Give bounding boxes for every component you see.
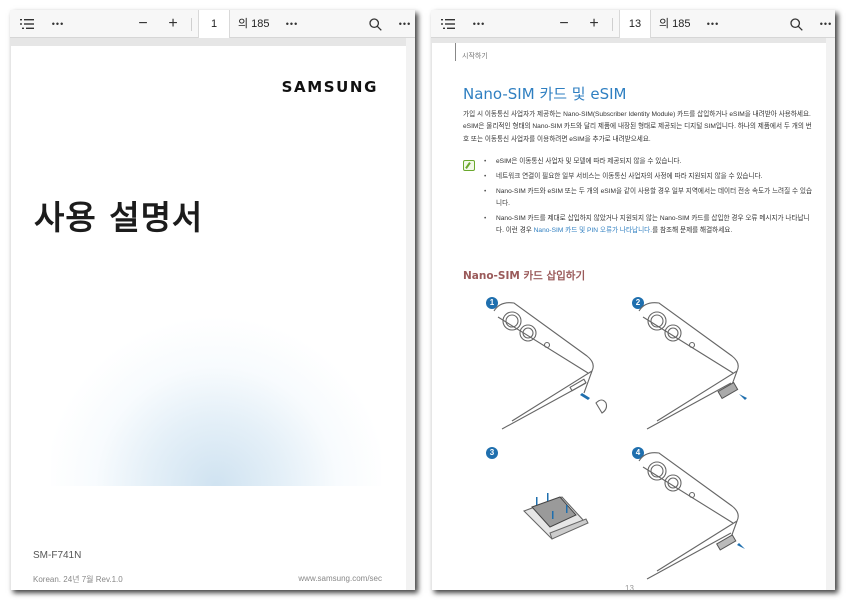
subsection-heading: Nano-SIM 카드 삽입하기: [463, 270, 586, 282]
note-text: 를 참조해 문제를 해결하세요.: [652, 226, 733, 234]
zoom-out-button[interactable]: −: [138, 15, 148, 32]
page-total-label: 의 185: [238, 18, 270, 30]
illustration-insert-tray: [638, 452, 745, 580]
note-text: Nano-SIM 카드를 제대로 삽입하지 않았거나 지원되지 않는 Nano-…: [496, 214, 810, 234]
table-of-contents-button[interactable]: [437, 10, 459, 38]
step-badge-2: 2: [632, 297, 644, 309]
section-label: 시작하기: [462, 53, 488, 60]
model-number: SM-F741N: [33, 550, 82, 561]
step-badge-1: 1: [486, 297, 498, 309]
note-icon: [463, 160, 475, 171]
illustration-sim-tray: [523, 493, 589, 540]
search-icon: [789, 17, 803, 31]
toolbar-divider: [612, 18, 613, 31]
more-options-button[interactable]: •••: [51, 19, 65, 29]
intro-paragraph: 가입 시 이동통신 사업자가 제공하는 Nano-SIM(Subscriber …: [463, 111, 812, 143]
step-badge-3: 3: [486, 447, 498, 459]
settings-and-more-button[interactable]: •••: [398, 19, 412, 29]
page-total-label: 의 185: [659, 18, 691, 30]
zoom-in-button[interactable]: +: [168, 15, 178, 32]
search-button[interactable]: [787, 10, 805, 38]
search-icon: [368, 17, 382, 31]
table-of-contents-icon: [20, 19, 34, 29]
page-number-input[interactable]: 13: [619, 10, 651, 38]
website-url: www.samsung.com/sec: [298, 574, 382, 583]
zoom-in-button[interactable]: +: [589, 15, 599, 32]
samsung-logo: SAMSUNG: [281, 78, 378, 96]
pdf-toolbar: ••• − + 13 의 185 ••• •••: [431, 10, 835, 38]
search-button[interactable]: [366, 10, 384, 38]
section-marker: [455, 43, 456, 61]
page-number-input[interactable]: 1: [198, 10, 230, 38]
table-of-contents-icon: [441, 19, 455, 29]
pdf-viewer-left: ••• − + 1 의 185 ••• ••• SAMSUNG 사용 설명서 S…: [10, 10, 415, 590]
scrollbar[interactable]: [406, 38, 415, 590]
section-heading: Nano-SIM 카드 및 eSIM: [463, 85, 627, 103]
notes-list: eSIM은 이동통신 사업자 및 모델에 따라 제공되지 않을 수 있습니다. …: [484, 156, 814, 240]
illustration-eject-tray: [493, 302, 608, 430]
cover-gradient-graphic: [51, 316, 381, 486]
step-badge-4: 4: [632, 447, 644, 459]
manual-title: 사용 설명서: [34, 198, 204, 237]
sim-error-link[interactable]: Nano-SIM 카드 및 PIN 오류가 나타납니다.: [533, 226, 653, 234]
zoom-out-button[interactable]: −: [559, 15, 569, 32]
more-options-button[interactable]: •••: [472, 19, 486, 29]
note-item: Nano-SIM 카드와 eSIM 또는 두 개의 eSIM을 같이 사용할 경…: [484, 186, 814, 211]
document-page-cover: SAMSUNG 사용 설명서 SM-F741N Korean. 24년 7월 R…: [10, 46, 406, 590]
revision-info: Korean. 24년 7월 Rev.1.0: [33, 575, 123, 584]
pdf-viewer-right: ••• − + 13 의 185 ••• ••• 시작하기 Nano-SIM 카…: [431, 10, 835, 590]
scrollbar[interactable]: [826, 38, 835, 590]
page-number-footer: 13: [625, 584, 634, 590]
pdf-toolbar: ••• − + 1 의 185 ••• •••: [10, 10, 415, 38]
illustration-pull-tray: [638, 302, 747, 430]
more-tools-button[interactable]: •••: [285, 19, 299, 29]
table-of-contents-button[interactable]: [16, 10, 38, 38]
note-item: Nano-SIM 카드를 제대로 삽입하지 않았거나 지원되지 않는 Nano-…: [484, 213, 814, 238]
toolbar-divider: [191, 18, 192, 31]
note-item: 네트워크 연결이 필요한 일부 서비스는 이동통신 사업자의 사정에 따라 지원…: [484, 171, 814, 184]
document-page-13: 시작하기 Nano-SIM 카드 및 eSIM 가입 시 이동통신 사업자가 제…: [431, 43, 827, 590]
more-tools-button[interactable]: •••: [706, 19, 720, 29]
settings-and-more-button[interactable]: •••: [819, 19, 833, 29]
note-item: eSIM은 이동통신 사업자 및 모델에 따라 제공되지 않을 수 있습니다.: [484, 156, 814, 169]
